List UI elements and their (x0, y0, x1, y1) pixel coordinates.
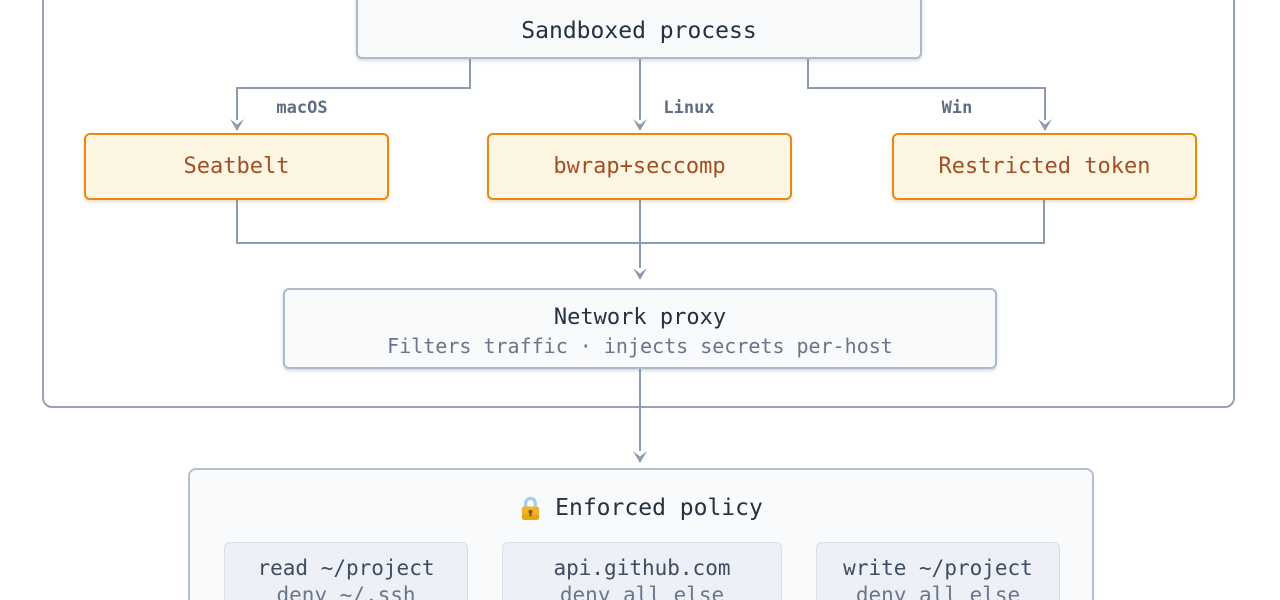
arrowhead-policy (633, 451, 647, 463)
policy-card-read: read ~/project deny ~/.ssh (224, 542, 468, 600)
edge-label-win: Win (941, 98, 973, 118)
node-sandboxed-process: Sandboxed process (356, 0, 922, 59)
edge-label-macos: macOS (276, 98, 328, 118)
policy-card-line2: deny all else (855, 583, 1021, 600)
node-restricted-token: Restricted token (892, 133, 1197, 200)
policy-card-line1: api.github.com (553, 556, 731, 580)
node-sandboxed-process-label: Sandboxed process (521, 17, 757, 44)
policy-card-line2: deny ~/.ssh (276, 583, 416, 600)
node-bwrap-seccomp-label: bwrap+seccomp (553, 154, 726, 179)
policy-card-line1: write ~/project (843, 556, 1033, 580)
node-seatbelt-label: Seatbelt (183, 154, 290, 179)
policy-card-line2: deny all else (559, 583, 725, 600)
node-enforced-policy: Enforced policy read ~/project deny ~/.s… (188, 468, 1094, 600)
node-restricted-token-label: Restricted token (938, 154, 1151, 179)
lock-icon (522, 496, 540, 520)
edge-label-linux: Linux (663, 98, 715, 118)
enforced-policy-label: Enforced policy (555, 494, 763, 521)
node-bwrap-seccomp: bwrap+seccomp (487, 133, 792, 200)
enforced-policy-title-row: Enforced policy (190, 494, 1092, 521)
policy-card-line1: read ~/project (257, 556, 435, 580)
network-proxy-title: Network proxy (553, 305, 727, 330)
node-network-proxy: Network proxy Filters traffic · injects … (283, 288, 997, 369)
policy-card-write: write ~/project deny all else (816, 542, 1060, 600)
network-proxy-subtitle: Filters traffic · injects secrets per-ho… (387, 334, 893, 358)
sandbox-boundary-frame (42, 0, 1235, 408)
node-seatbelt: Seatbelt (84, 133, 389, 200)
policy-card-network: api.github.com deny all else (502, 542, 782, 600)
